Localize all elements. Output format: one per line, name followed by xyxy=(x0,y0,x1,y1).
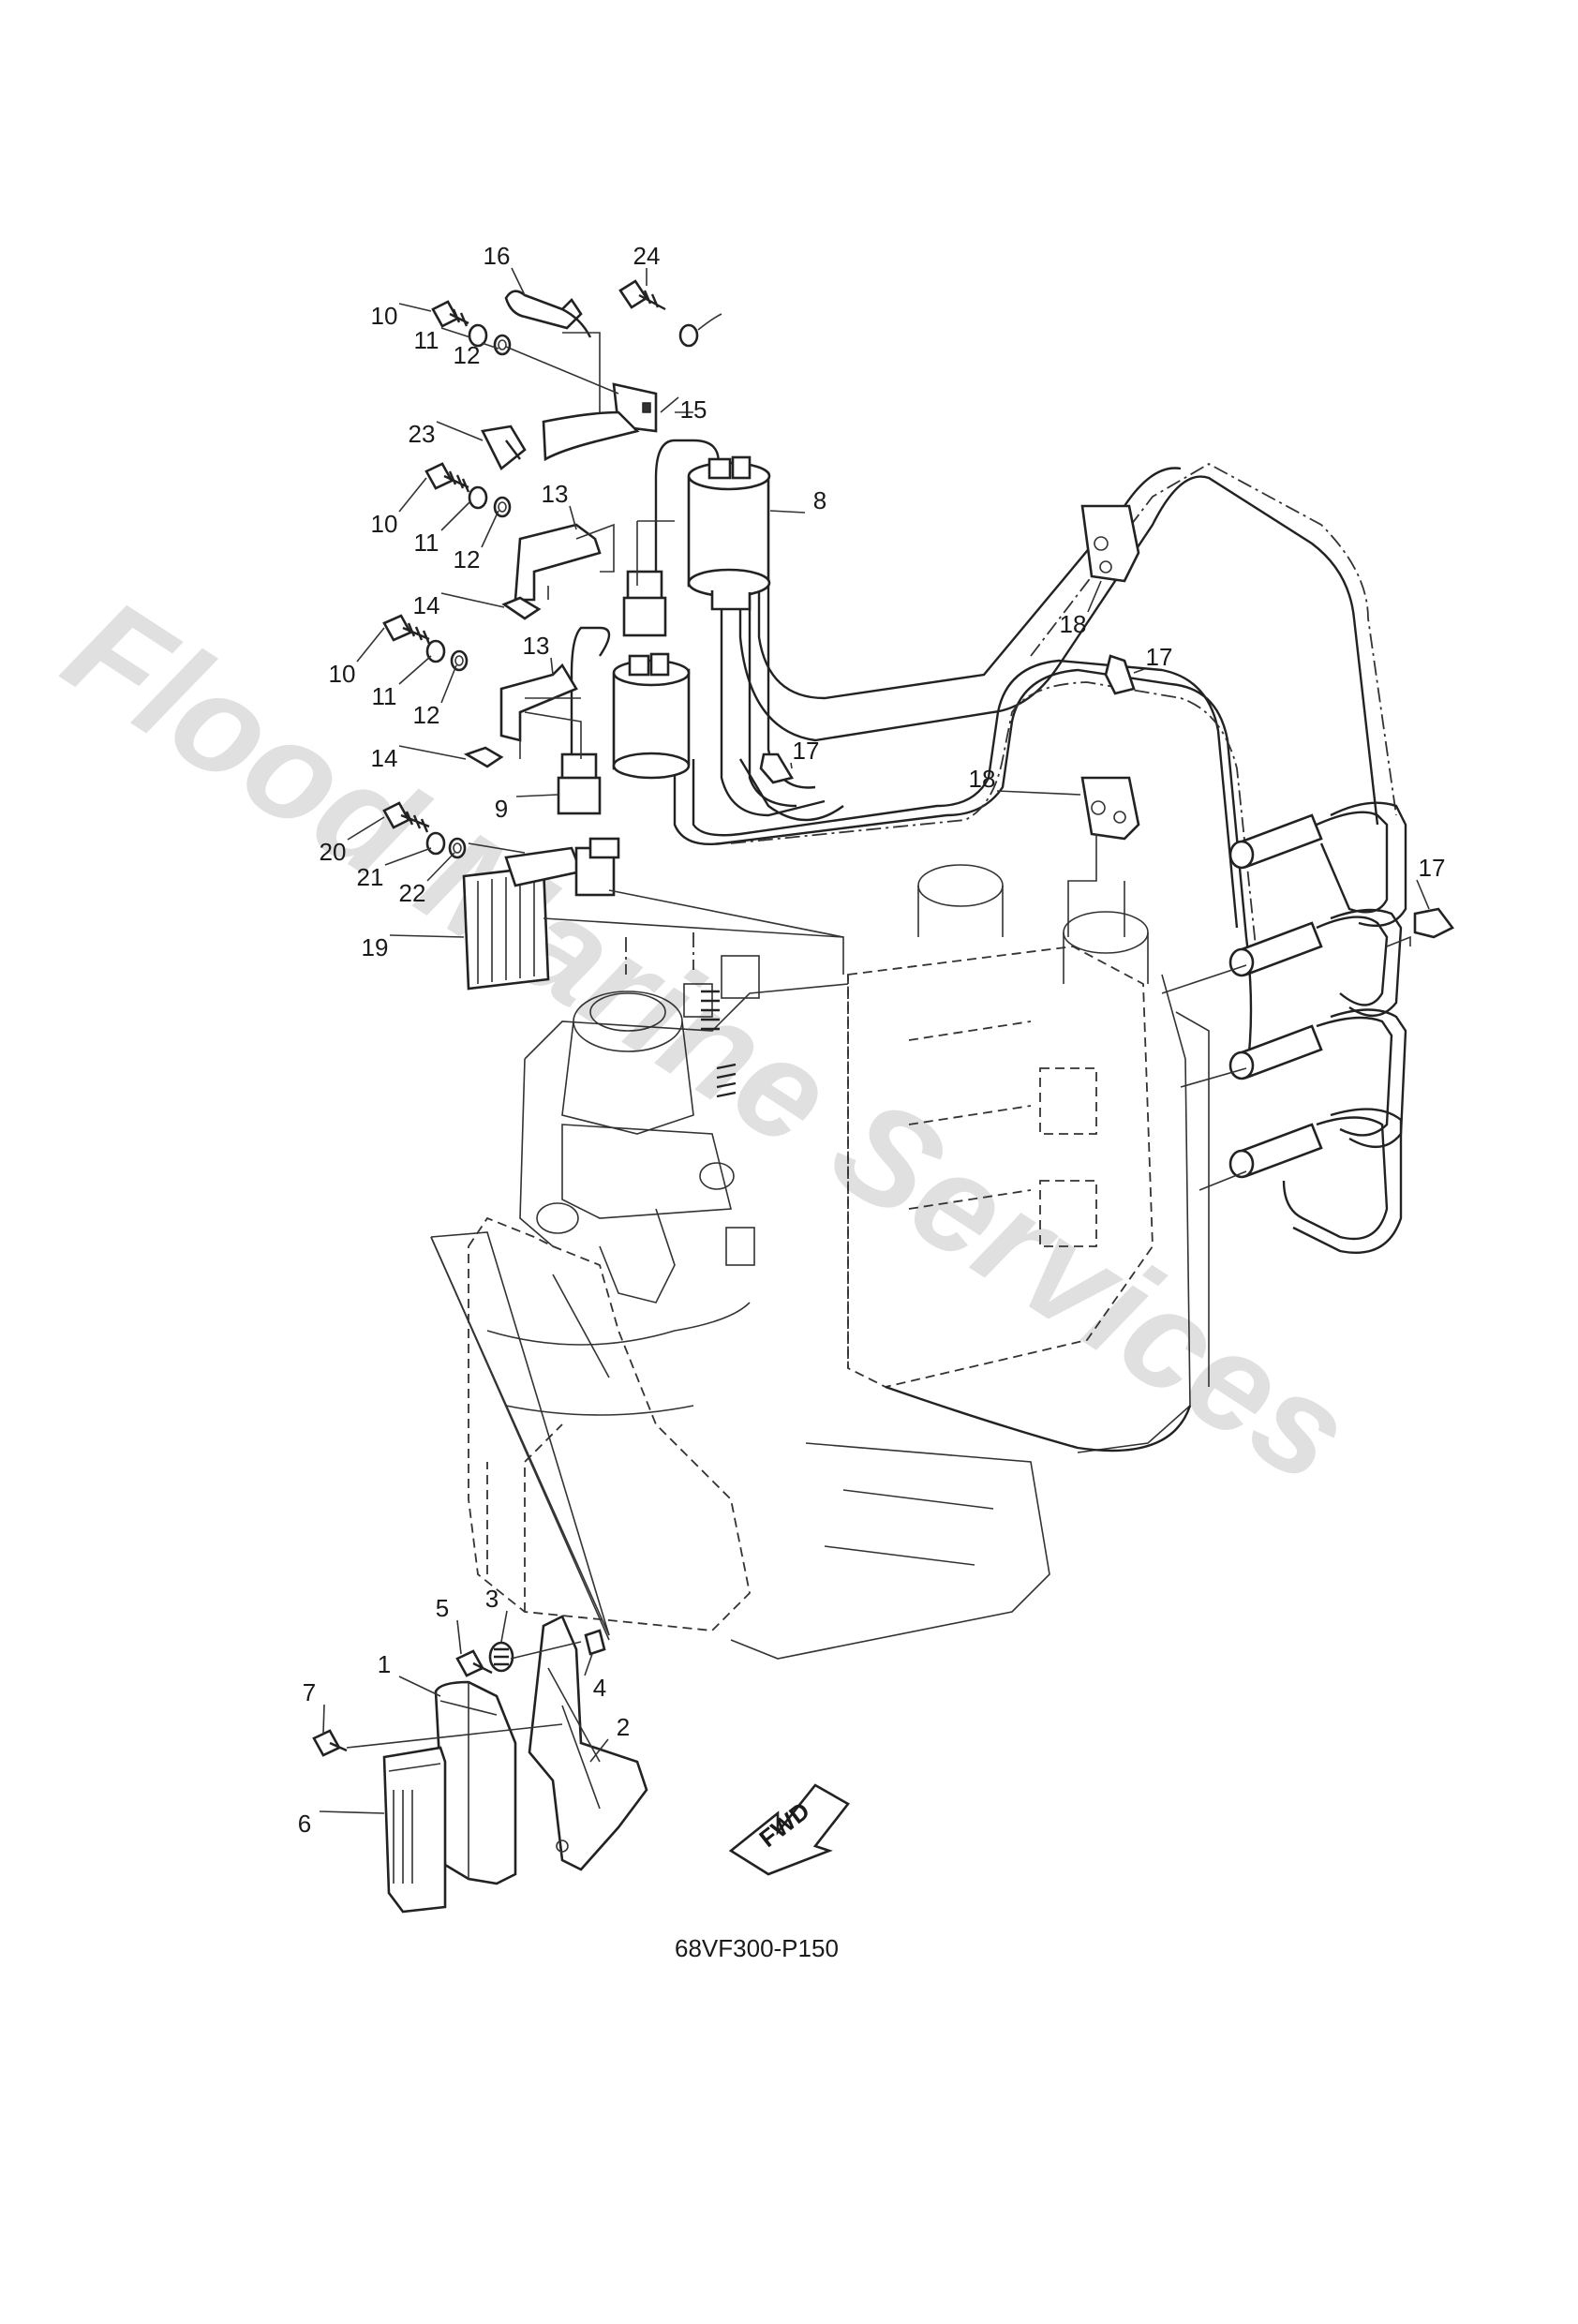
callout-leader xyxy=(584,1653,593,1676)
callout-leader xyxy=(319,1810,385,1814)
callout-8: 8 xyxy=(813,486,826,514)
callout-20: 20 xyxy=(320,838,347,866)
callout-leader xyxy=(481,342,499,350)
fwd-arrow: FWD xyxy=(728,1783,850,1876)
callout-leader xyxy=(500,1610,508,1643)
callout-leader xyxy=(550,657,554,676)
callout-17: 17 xyxy=(1419,854,1446,882)
bolt-10-a xyxy=(431,300,469,328)
callout-leader xyxy=(660,396,679,413)
callout-leader xyxy=(436,421,484,441)
ignition-leads xyxy=(570,439,1411,1254)
callout-14: 14 xyxy=(413,591,440,619)
callout-leader xyxy=(769,510,806,514)
callout-leader xyxy=(996,790,1081,796)
callout-11: 11 xyxy=(414,326,439,354)
callout-13: 13 xyxy=(523,632,550,660)
callout-leader xyxy=(440,327,471,338)
callout-leader xyxy=(790,762,793,769)
callout-leader xyxy=(440,592,505,608)
hardware-parts xyxy=(382,279,1454,991)
watermark-text: Flood Marine Services xyxy=(40,568,1377,1512)
callout-leader xyxy=(1087,580,1102,613)
callout-leader xyxy=(398,1676,441,1697)
callout-18: 18 xyxy=(969,765,996,793)
callout-leader xyxy=(569,505,577,530)
callout-19: 19 xyxy=(362,933,389,961)
callout-10: 10 xyxy=(371,302,398,330)
diagram-code: 68VF300-P150 xyxy=(675,1934,839,1962)
spark-plug-caps xyxy=(1228,813,1323,1179)
callout-22: 22 xyxy=(399,879,426,907)
callout-leader xyxy=(426,852,455,882)
callout-leader xyxy=(398,745,467,760)
watermark: Flood Marine Services xyxy=(40,568,1377,1512)
callout-5: 5 xyxy=(436,1594,449,1622)
callout-leader xyxy=(511,267,526,296)
callout-11: 11 xyxy=(372,682,397,710)
engine-block xyxy=(430,864,1210,1660)
ignition-coil-upper xyxy=(622,455,771,637)
callout-11: 11 xyxy=(414,529,439,557)
callout-leader xyxy=(398,477,427,513)
callout-leader xyxy=(322,1704,325,1735)
callout-6: 6 xyxy=(298,1810,311,1838)
callout-9: 9 xyxy=(495,795,508,823)
bolt-10-b xyxy=(424,462,470,493)
callout-12: 12 xyxy=(454,341,481,369)
callout-leader xyxy=(440,500,471,531)
callout-4: 4 xyxy=(593,1674,606,1702)
callout-7: 7 xyxy=(303,1678,316,1706)
bolt-24 xyxy=(618,279,666,311)
callout-leader xyxy=(1133,668,1145,674)
callout-17: 17 xyxy=(1146,643,1173,671)
callout-2: 2 xyxy=(617,1713,630,1741)
callout-leader xyxy=(398,303,432,312)
callout-17: 17 xyxy=(793,737,820,765)
ecu-assembly xyxy=(312,1236,648,1914)
callout-13: 13 xyxy=(542,480,569,508)
callout-3: 3 xyxy=(485,1585,499,1613)
callout-leader xyxy=(1416,879,1430,910)
callout-leader xyxy=(389,934,465,938)
callout-10: 10 xyxy=(371,510,398,538)
callout-23: 23 xyxy=(409,420,436,448)
callout-12: 12 xyxy=(454,545,481,574)
callout-leader xyxy=(356,627,385,663)
callout-leader xyxy=(456,1619,462,1655)
callout-leader xyxy=(589,1738,609,1763)
callout-12: 12 xyxy=(413,701,440,729)
callout-21: 21 xyxy=(357,863,384,891)
callout-14: 14 xyxy=(371,744,398,772)
callout-leader xyxy=(347,816,385,841)
callout-leader xyxy=(398,655,432,685)
callout-leader xyxy=(515,794,558,797)
callout-24: 24 xyxy=(633,242,661,270)
callout-leader xyxy=(384,847,432,866)
callout-1: 1 xyxy=(378,1650,391,1678)
callout-18: 18 xyxy=(1060,610,1087,638)
bolt-10-c xyxy=(382,614,431,645)
bolt-20 xyxy=(382,801,430,833)
callout-leader xyxy=(440,664,457,704)
ignition-coil-lower xyxy=(557,652,691,815)
callout-10: 10 xyxy=(329,660,356,688)
callout-leader xyxy=(481,510,499,548)
rectifier-regulator-19 xyxy=(462,837,620,991)
callout-15: 15 xyxy=(680,395,707,424)
callout-16: 16 xyxy=(484,242,511,270)
